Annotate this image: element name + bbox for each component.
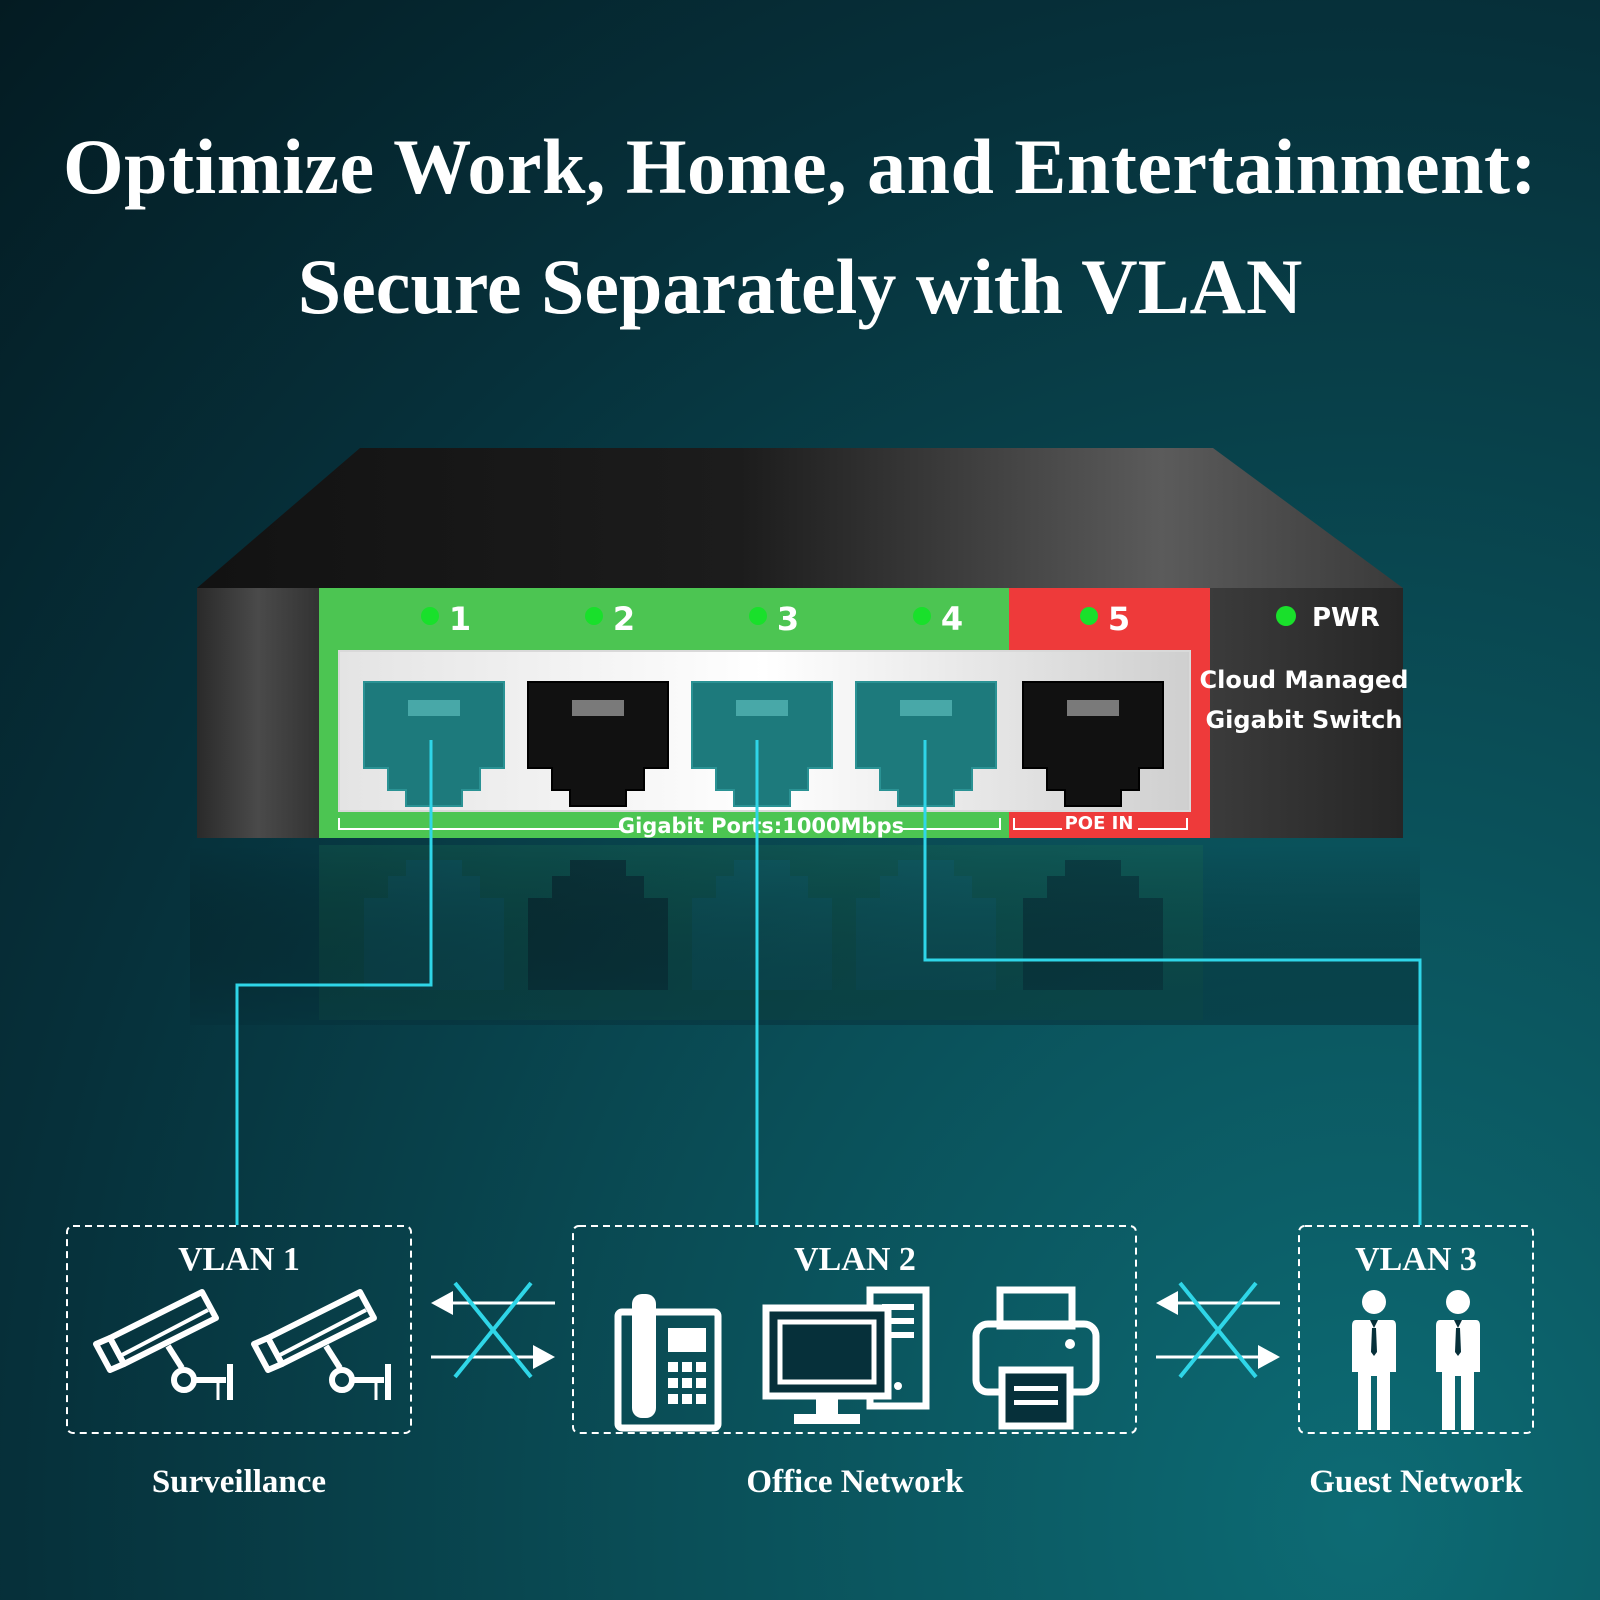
port-led [421, 607, 439, 625]
gigabit-bracket [338, 818, 1001, 830]
poe-in-label: POE IN [1065, 813, 1134, 834]
vlan-3-title: VLAN 3 [1355, 1241, 1477, 1278]
link-port1-vlan1 [235, 740, 433, 1225]
vlan-2-box [572, 1225, 1137, 1434]
ethernet-port-3: 3 [691, 600, 833, 807]
link-port4-vlan3 [923, 740, 1422, 1225]
gigabit-ports-label: Gigabit Ports:1000Mbps [618, 814, 904, 838]
blocked-traffic-icon [1156, 1281, 1280, 1379]
vlan-1-title: VLAN 1 [178, 1241, 300, 1278]
reflection-fade [190, 845, 1420, 1025]
headline-line-2: Secure Separately with VLAN [297, 243, 1303, 330]
vlan-3-group: VLAN 3 Guest Network [1298, 1225, 1534, 1500]
port-number: 3 [777, 600, 799, 638]
desktop-computer-icon [762, 1286, 930, 1424]
vlan-links [235, 740, 1422, 1225]
port-led [1080, 607, 1098, 625]
port-number: 1 [449, 600, 471, 638]
port-contacts [736, 700, 788, 716]
rj45-jack [1022, 681, 1164, 807]
blocked-traffic-icon [431, 1281, 555, 1379]
rj45-jack [691, 681, 833, 807]
port-number: 2 [613, 600, 635, 638]
port-number: 4 [941, 600, 963, 638]
printer-icon [972, 1286, 1100, 1430]
vlan-2-label: Office Network [746, 1464, 964, 1500]
vlan-1-group: VLAN 1 Surveillance [66, 1225, 412, 1500]
ethernet-port-2: 2 [527, 600, 669, 807]
security-camera-icon [251, 1289, 391, 1400]
switch-top-cover [197, 448, 1403, 588]
port-led [585, 607, 603, 625]
vlan-1-box [66, 1225, 412, 1434]
ethernet-port-5: 5 [1022, 600, 1164, 807]
vlan-1-label: Surveillance [152, 1464, 326, 1500]
port-number: 5 [1108, 600, 1130, 638]
port-led [913, 607, 931, 625]
switch-left-panel [197, 588, 319, 838]
vlan-3-box [1298, 1225, 1534, 1434]
pwr-led [1276, 606, 1296, 626]
poe-bracket [1013, 818, 1188, 830]
person-icon [1352, 1290, 1396, 1430]
rj45-jack [527, 681, 669, 807]
model-name-line-1: Cloud Managed [1200, 666, 1409, 694]
model-name-line-2: Gigabit Switch [1205, 706, 1402, 734]
rj45-jack [363, 681, 505, 807]
pwr-label: PWR [1312, 603, 1380, 633]
network-switch: 1 2 3 4 5 PWR Cloud Managed Gigabit Switch G… [197, 448, 1408, 838]
person-icon [1436, 1290, 1480, 1430]
security-camera-icon [93, 1289, 233, 1400]
vlan-2-title: VLAN 2 [794, 1241, 916, 1278]
ethernet-port-1: 1 [363, 600, 505, 807]
port-contacts [572, 700, 624, 716]
port-row: 1 2 3 4 5 [363, 600, 1164, 807]
vlan-2-group: VLAN 2 Office Network [572, 1225, 1137, 1500]
vlan-3-label: Guest Network [1309, 1464, 1523, 1500]
port-contacts [900, 700, 952, 716]
desk-phone-icon [614, 1294, 722, 1432]
port-led [749, 607, 767, 625]
port-contacts [1067, 700, 1119, 716]
switch-status-panel [1210, 588, 1403, 838]
headline-line-1: Optimize Work, Home, and Entertainment: [63, 123, 1537, 210]
port-contacts [408, 700, 460, 716]
